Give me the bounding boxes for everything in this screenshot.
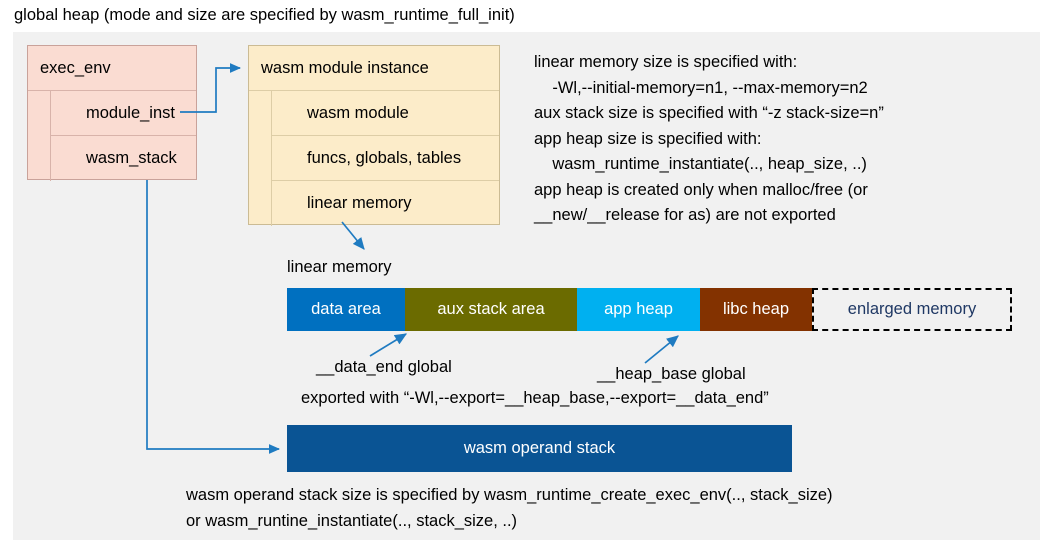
- exec-env-field-wasm-stack: wasm_stack: [50, 136, 196, 181]
- page-title: global heap (mode and size are specified…: [14, 6, 515, 24]
- module-instance-field-linear-memory: linear memory: [271, 181, 499, 226]
- memory-segment-libc-heap: libc heap: [700, 288, 812, 331]
- module-instance-field-wasm-module: wasm module: [271, 91, 499, 136]
- exec-env-box: exec_env module_inst wasm_stack: [27, 45, 197, 181]
- linear-memory-strip-label: linear memory: [287, 258, 392, 276]
- annotation-data-end: __data_end global: [316, 358, 452, 376]
- exec-env-field-module-inst: module_inst: [50, 91, 196, 136]
- exec-env-title: exec_env: [28, 46, 196, 91]
- memory-segment-app-heap: app heap: [577, 288, 700, 331]
- wasm-operand-stack-note: wasm operand stack size is specified by …: [186, 486, 833, 530]
- memory-segment-aux-stack-area: aux stack area: [405, 288, 577, 331]
- wasm-operand-stack-box: wasm operand stack: [287, 425, 792, 472]
- annotation-exported-with: exported with “-Wl,--export=__heap_base,…: [301, 389, 769, 407]
- linear-memory-notes: linear memory size is specified with: -W…: [534, 53, 884, 224]
- module-instance-box: wasm module instance wasm module funcs, …: [248, 45, 500, 226]
- memory-segment-enlarged-memory: enlarged memory: [812, 288, 1012, 331]
- memory-segment-data-area: data area: [287, 288, 405, 331]
- module-instance-title: wasm module instance: [249, 46, 499, 91]
- module-instance-field-funcs-globals-tables: funcs, globals, tables: [271, 136, 499, 181]
- annotation-heap-base: __heap_base global: [597, 365, 746, 383]
